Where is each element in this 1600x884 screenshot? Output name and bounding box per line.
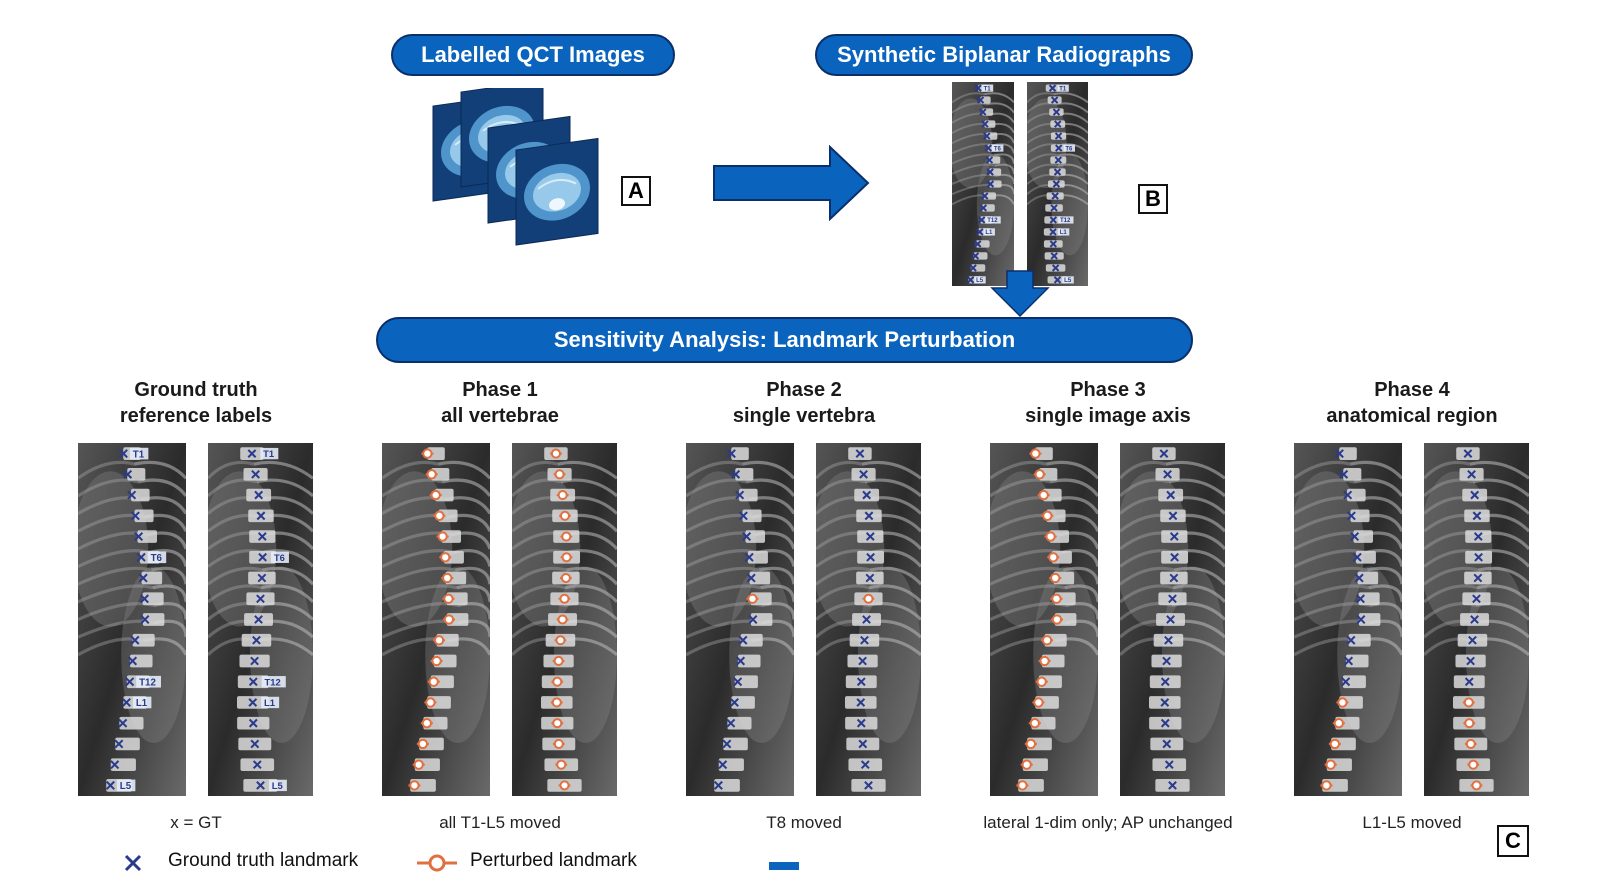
label-c: C [1497, 825, 1529, 857]
phase-title-line1: Phase 3 [1070, 379, 1146, 401]
phase-caption: all T1-L5 moved [439, 813, 561, 832]
down-arrow-icon [990, 270, 1050, 318]
qct-images-label: Labelled QCT Images [391, 34, 675, 76]
phase-xray-ap [816, 443, 921, 796]
qct-image-stack [432, 88, 599, 246]
svg-text:T12: T12 [265, 677, 281, 688]
svg-text:T6: T6 [274, 553, 285, 564]
phase-xray-lat [990, 443, 1098, 796]
svg-text:L1: L1 [1060, 230, 1068, 236]
phase-title-line2: anatomical region [1326, 405, 1498, 427]
svg-text:L5: L5 [272, 781, 283, 792]
svg-text:T1: T1 [984, 86, 992, 92]
phase-title-line2: single image axis [1025, 405, 1191, 427]
svg-text:T1: T1 [1059, 86, 1067, 92]
svg-text:T6: T6 [151, 553, 163, 564]
right-arrow-icon [713, 145, 870, 221]
svg-text:L1: L1 [264, 698, 275, 709]
phase-caption: x = GT [170, 813, 222, 832]
phase-title-line1: Phase 2 [766, 379, 842, 401]
phase-title-line1: Ground truth [134, 379, 258, 401]
svg-text:L1: L1 [136, 698, 148, 709]
svg-text:L1: L1 [985, 230, 993, 236]
phase-xray-ap [512, 443, 617, 796]
phase-title: Phase 4 anatomical region [1262, 377, 1562, 429]
phase-xray-lat [382, 443, 490, 796]
svg-text:T12: T12 [1060, 218, 1071, 224]
phase-xray-ap [1424, 443, 1529, 796]
phase-title: Phase 2 single vertebra [654, 377, 954, 429]
label-a: A [621, 176, 651, 206]
label-b: B [1138, 184, 1168, 214]
sensitivity-analysis-label: Sensitivity Analysis: Landmark Perturbat… [376, 317, 1193, 363]
radiographs-label: Synthetic Biplanar Radiographs [815, 34, 1193, 76]
ground-truth-legend-label: Ground truth landmark [168, 850, 359, 871]
phase-caption: lateral 1-dim only; AP unchanged [983, 813, 1233, 832]
svg-text:T1: T1 [263, 449, 274, 460]
perturbed-legend-label: Perturbed landmark [470, 850, 637, 871]
legend-blue-mark [769, 862, 799, 870]
phase-xray-lat [686, 443, 794, 796]
phase-title-line2: all vertebrae [441, 405, 559, 427]
ground-truth-legend-icon [124, 854, 142, 872]
phase-caption: L1-L5 moved [1362, 813, 1462, 832]
svg-text:T12: T12 [139, 677, 156, 688]
svg-text:T6: T6 [1065, 146, 1073, 152]
phase-title: Phase 3 single image axis [958, 377, 1258, 429]
phase-title-line2: single vertebra [732, 405, 876, 427]
svg-text:T12: T12 [987, 218, 998, 224]
phase-title: Phase 1 all vertebrae [350, 377, 650, 429]
phase-title-line1: Phase 4 [1374, 379, 1450, 401]
perturbed-legend-icon [417, 854, 457, 872]
svg-text:L5: L5 [976, 278, 984, 284]
svg-text:L5: L5 [120, 781, 132, 792]
phase-title-line2: reference labels [119, 405, 273, 427]
phase-xray-ap [1120, 443, 1225, 796]
svg-text:T1: T1 [133, 449, 145, 460]
phase-caption: T8 moved [766, 813, 842, 832]
svg-text:T6: T6 [994, 146, 1002, 152]
phase-title: Ground truth reference labels [46, 377, 346, 429]
phase-title-line1: Phase 1 [462, 379, 538, 401]
svg-text:L5: L5 [1064, 278, 1072, 284]
phase-xray-lat [1294, 443, 1402, 796]
